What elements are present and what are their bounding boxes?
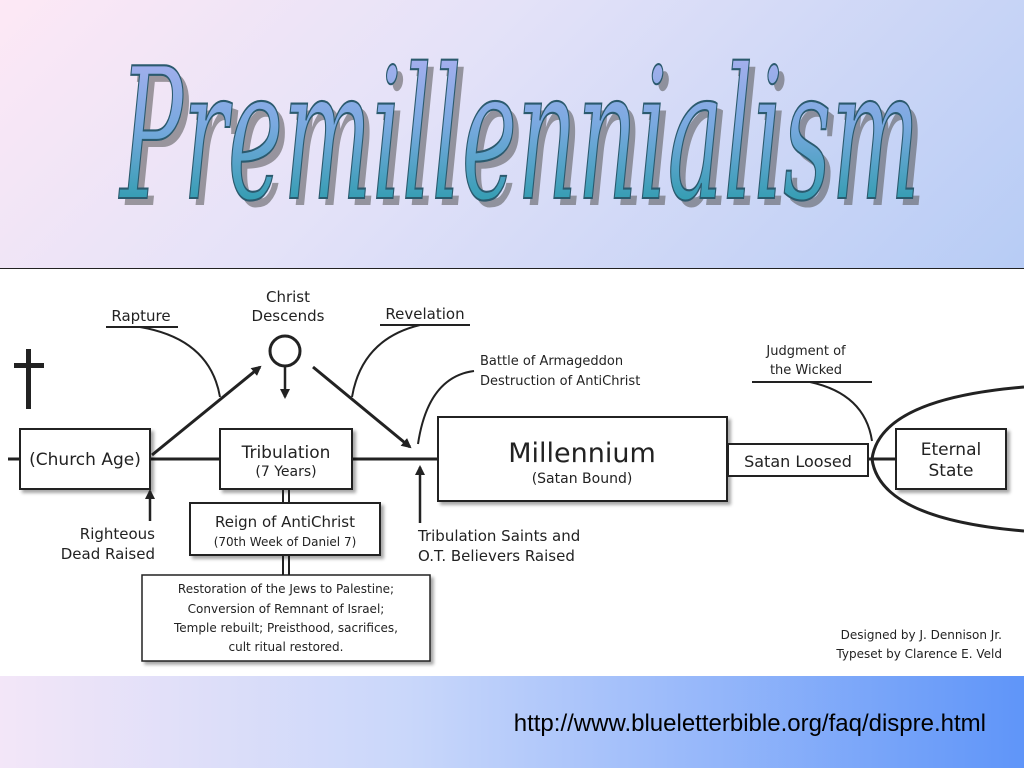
church-age-label: (Church Age): [29, 450, 141, 470]
satan-loosed-label: Satan Loosed: [744, 452, 852, 471]
cross-icon: [14, 349, 44, 409]
eternal-state-label: State: [929, 461, 974, 481]
righteous-label: Righteous: [80, 525, 155, 543]
reign-antichrist-box: [189, 502, 381, 556]
tribulation-saints-label: O.T. Believers Raised: [418, 547, 575, 565]
armageddon-label: Battle of Armageddon: [480, 354, 623, 369]
credits-designed: Designed by J. Dennison Jr.: [841, 628, 1002, 642]
rapture-curve: [139, 326, 221, 398]
restoration-line: Temple rebuilt; Preisthood, sacrifices,: [173, 621, 398, 635]
tribulation-box: [219, 428, 353, 490]
christ-descends-label: Descends: [252, 307, 325, 325]
armageddon-curve: [417, 370, 475, 445]
credits-typeset: Typeset by Clarence E. Veld: [835, 647, 1002, 661]
title-graphic: Premillennialism Premillennialism: [117, 28, 926, 248]
tribulation-label: Tribulation: [241, 443, 331, 463]
restoration-line: Restoration of the Jews to Palestine;: [178, 582, 394, 596]
armageddon-label: Destruction of AntiChrist: [480, 374, 640, 389]
reign-antichrist-label: Reign of AntiChrist: [215, 513, 355, 531]
tribulation-saints-label: Tribulation Saints and: [417, 527, 580, 545]
rapture-label: Rapture: [111, 307, 170, 325]
judgment-label: Judgment of: [765, 344, 846, 359]
reign-week-label: (70th Week of Daniel 7): [214, 535, 357, 549]
page-title: Premillennialism: [118, 29, 920, 241]
judgment-label: the Wicked: [770, 363, 842, 378]
eternal-state-label: Eternal: [921, 440, 981, 460]
page-title-shadow: Premillennialism: [124, 36, 926, 248]
righteous-label: Dead Raised: [61, 545, 155, 563]
tribulation-years-label: (7 Years): [255, 464, 316, 480]
christ-descends-label: Christ: [266, 288, 310, 306]
christ-circle-icon: [268, 334, 302, 368]
church-age-box: [19, 428, 151, 490]
eternal-state-box: [895, 428, 1007, 490]
diagram-panel: (Church Age) Tribulation (7 Years) Reign…: [0, 268, 1024, 677]
revelation-arrow: [312, 365, 412, 449]
satan-loosed-box: [727, 443, 869, 477]
premillennial-diagram: (Church Age) Tribulation (7 Years) Reign…: [8, 288, 1024, 662]
judgment-curve: [809, 381, 873, 442]
eternal-state-bracket: [870, 385, 1024, 533]
satan-bound-label: (Satan Bound): [532, 471, 633, 487]
rapture-arrow: [151, 365, 262, 457]
revelation-curve: [351, 324, 421, 398]
source-url[interactable]: http://www.blueletterbible.org/faq/dispr…: [513, 710, 986, 737]
millennium-label: Millennium: [508, 438, 656, 469]
restoration-line: Conversion of Remnant of Israel;: [188, 602, 385, 616]
footer-bar: http://www.blueletterbible.org/faq/dispr…: [0, 676, 1024, 768]
title-banner: Premillennialism Premillennialism: [0, 0, 1024, 268]
restoration-box: [141, 574, 431, 662]
revelation-label: Revelation: [385, 305, 464, 323]
restoration-line: cult ritual restored.: [229, 640, 344, 654]
